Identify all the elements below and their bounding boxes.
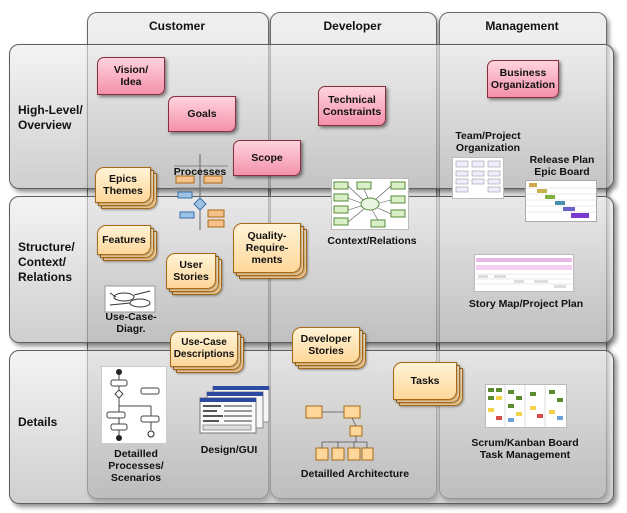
scrum-kanban-thumbnail [485,384,567,428]
row-label-structure: Structure/ Context/ Relations [18,240,75,284]
detailed-processes-thumbnail [101,366,167,444]
use-case-descriptions-stack: Use-Case Descriptions [170,331,244,373]
scope-box: Scope [233,140,301,176]
design-gui-thumbnail [199,386,270,434]
scrum-kanban-label: Scrum/Kanban Board Task Management [471,437,579,461]
detailed-architecture-label: Detailled Architecture [300,468,410,480]
row-label-details: Details [18,415,58,429]
release-plan-label: Release Plan Epic Board [529,154,595,178]
user-stories-stack: User Stories [166,253,222,295]
context-relations-label: Context/Relations [327,235,417,247]
row-label-high-level: High-Level/ Overview [18,103,83,132]
goals-box: Goals [168,96,236,132]
story-map-thumbnail [474,254,574,292]
release-plan-thumbnail [525,180,597,222]
column-header-developer: Developer [323,19,382,33]
team-project-organization-thumbnail [452,157,504,199]
tasks-stack: Tasks [393,362,463,406]
epics-themes-stack: Epics Themes [95,167,157,209]
design-gui-label: Design/GUI [200,444,258,456]
context-relations-thumbnail [331,178,409,230]
detailed-processes-label: Detailled Processes/ Scenarios [108,448,164,484]
business-organization-box: Business Organization [487,60,559,98]
processes-diagram [174,154,228,230]
column-header-customer: Customer [148,19,205,33]
technical-constraints-box: Technical Constraints [318,86,386,126]
vision-idea-box: Vision/ Idea [97,57,165,95]
detailed-architecture-thumbnail [305,405,374,461]
quality-requirements-stack: Quality- Require- ments [233,223,307,279]
processes-label: Processes [173,166,227,178]
story-map-label: Story Map/Project Plan [468,298,584,310]
team-project-organization-label: Team/Project Organization [455,130,521,154]
developer-stories-stack: Developer Stories [292,327,366,369]
use-case-diagram-label: Use-Case- Diagr. [105,311,157,335]
features-stack: Features [97,225,157,261]
use-case-diagram-thumbnail [104,285,156,313]
column-header-management: Management [485,19,559,33]
